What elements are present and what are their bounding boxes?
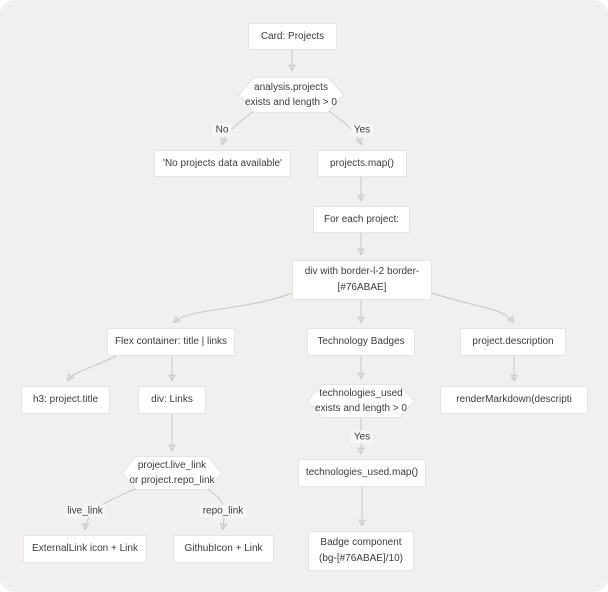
node-label: projects.map() (330, 157, 394, 169)
hexagon-shape-icon (238, 77, 344, 113)
flowchart-node-badge-component: Badge component (bg-[#76ABAE]/10) (308, 531, 414, 571)
node-label: GithubIcon + Link (184, 543, 263, 554)
node-label: Technology Badges (317, 336, 405, 347)
node-label: div: Links (151, 394, 193, 405)
node-label-line1: analysis.projects (254, 82, 328, 93)
node-label: For each project: (323, 213, 400, 225)
node-label: Flex container: title | links (114, 336, 228, 347)
edge-label-yes-tech: Yes (350, 430, 374, 444)
node-label: 'No projects data available' (163, 157, 282, 169)
flowchart-node-project-description: project.description (460, 328, 566, 356)
flowchart-node-projects-map: projects.map() (317, 150, 407, 177)
node-label: technologies_used.map() (305, 467, 419, 478)
flowchart-decision-technologies-used: technologies_used exists and length > 0 (307, 384, 415, 418)
node-label-line2: exists and length > 0 (244, 97, 337, 108)
node-label: renderMarkdown(descripti (456, 394, 572, 405)
edge-label-no: No (212, 123, 232, 137)
node-label-line2: exists and length > 0 (314, 403, 407, 414)
node-label-line1: project.live_link (137, 460, 207, 471)
node-label: h3: project.title (32, 394, 99, 405)
node-label: project.description (472, 336, 554, 347)
node-label-line2: or project.repo_link (129, 475, 215, 486)
node-label: Card: Projects (260, 30, 325, 42)
flowchart-node-technologies-used-map: technologies_used.map() (298, 459, 426, 487)
edge-label-yes-top: Yes (350, 123, 374, 137)
edge-div-to-description (431, 292, 513, 322)
flowchart-node-githubicon-link: GithubIcon + Link (173, 535, 274, 563)
edge-label-live-link: live_link (64, 504, 106, 518)
flowchart-node-flex-container: Flex container: title | links (107, 328, 235, 356)
flowchart-decision-live-or-repo-link: project.live_link or project.repo_link (122, 456, 222, 490)
node-label-line1: technologies_used (319, 388, 403, 399)
node-label-line2: (bg-[#76ABAE]/10) (319, 553, 403, 564)
flowchart-node-externallink-icon-link: ExternalLink icon + Link (23, 535, 147, 563)
node-label-line2: [#76ABAE] (337, 282, 387, 293)
hexagon-shape-icon (122, 456, 222, 490)
edge-flex-to-h3 (68, 355, 117, 380)
flowchart-decision-analysis-projects: analysis.projects exists and length > 0 (238, 77, 344, 113)
flowchart-node-technology-badges: Technology Badges (307, 328, 415, 356)
flowchart-node-render-markdown: renderMarkdown(descripti (440, 386, 588, 414)
flowchart-node-project-div: div with border-l-2 border- [#76ABAE] (292, 260, 432, 300)
node-label: ExternalLink icon + Link (32, 543, 138, 554)
flowchart-node-div-links: div: Links (138, 386, 206, 414)
node-label-line1: Badge component (320, 537, 402, 548)
hexagon-shape-icon (307, 384, 415, 418)
flowchart-node-h3-project-title: h3: project.title (21, 386, 110, 414)
edge-label-repo-link: repo_link (199, 504, 247, 518)
flowchart-node-no-projects-data: 'No projects data available' (154, 150, 291, 177)
flowchart-node-for-each-project: For each project: (313, 206, 410, 233)
flowchart-node-card-projects: Card: Projects (248, 23, 337, 50)
edge-analysis-to-map (325, 108, 361, 144)
edge-div-to-flex (174, 292, 293, 322)
node-label-line1: div with border-l-2 border- (304, 266, 420, 277)
